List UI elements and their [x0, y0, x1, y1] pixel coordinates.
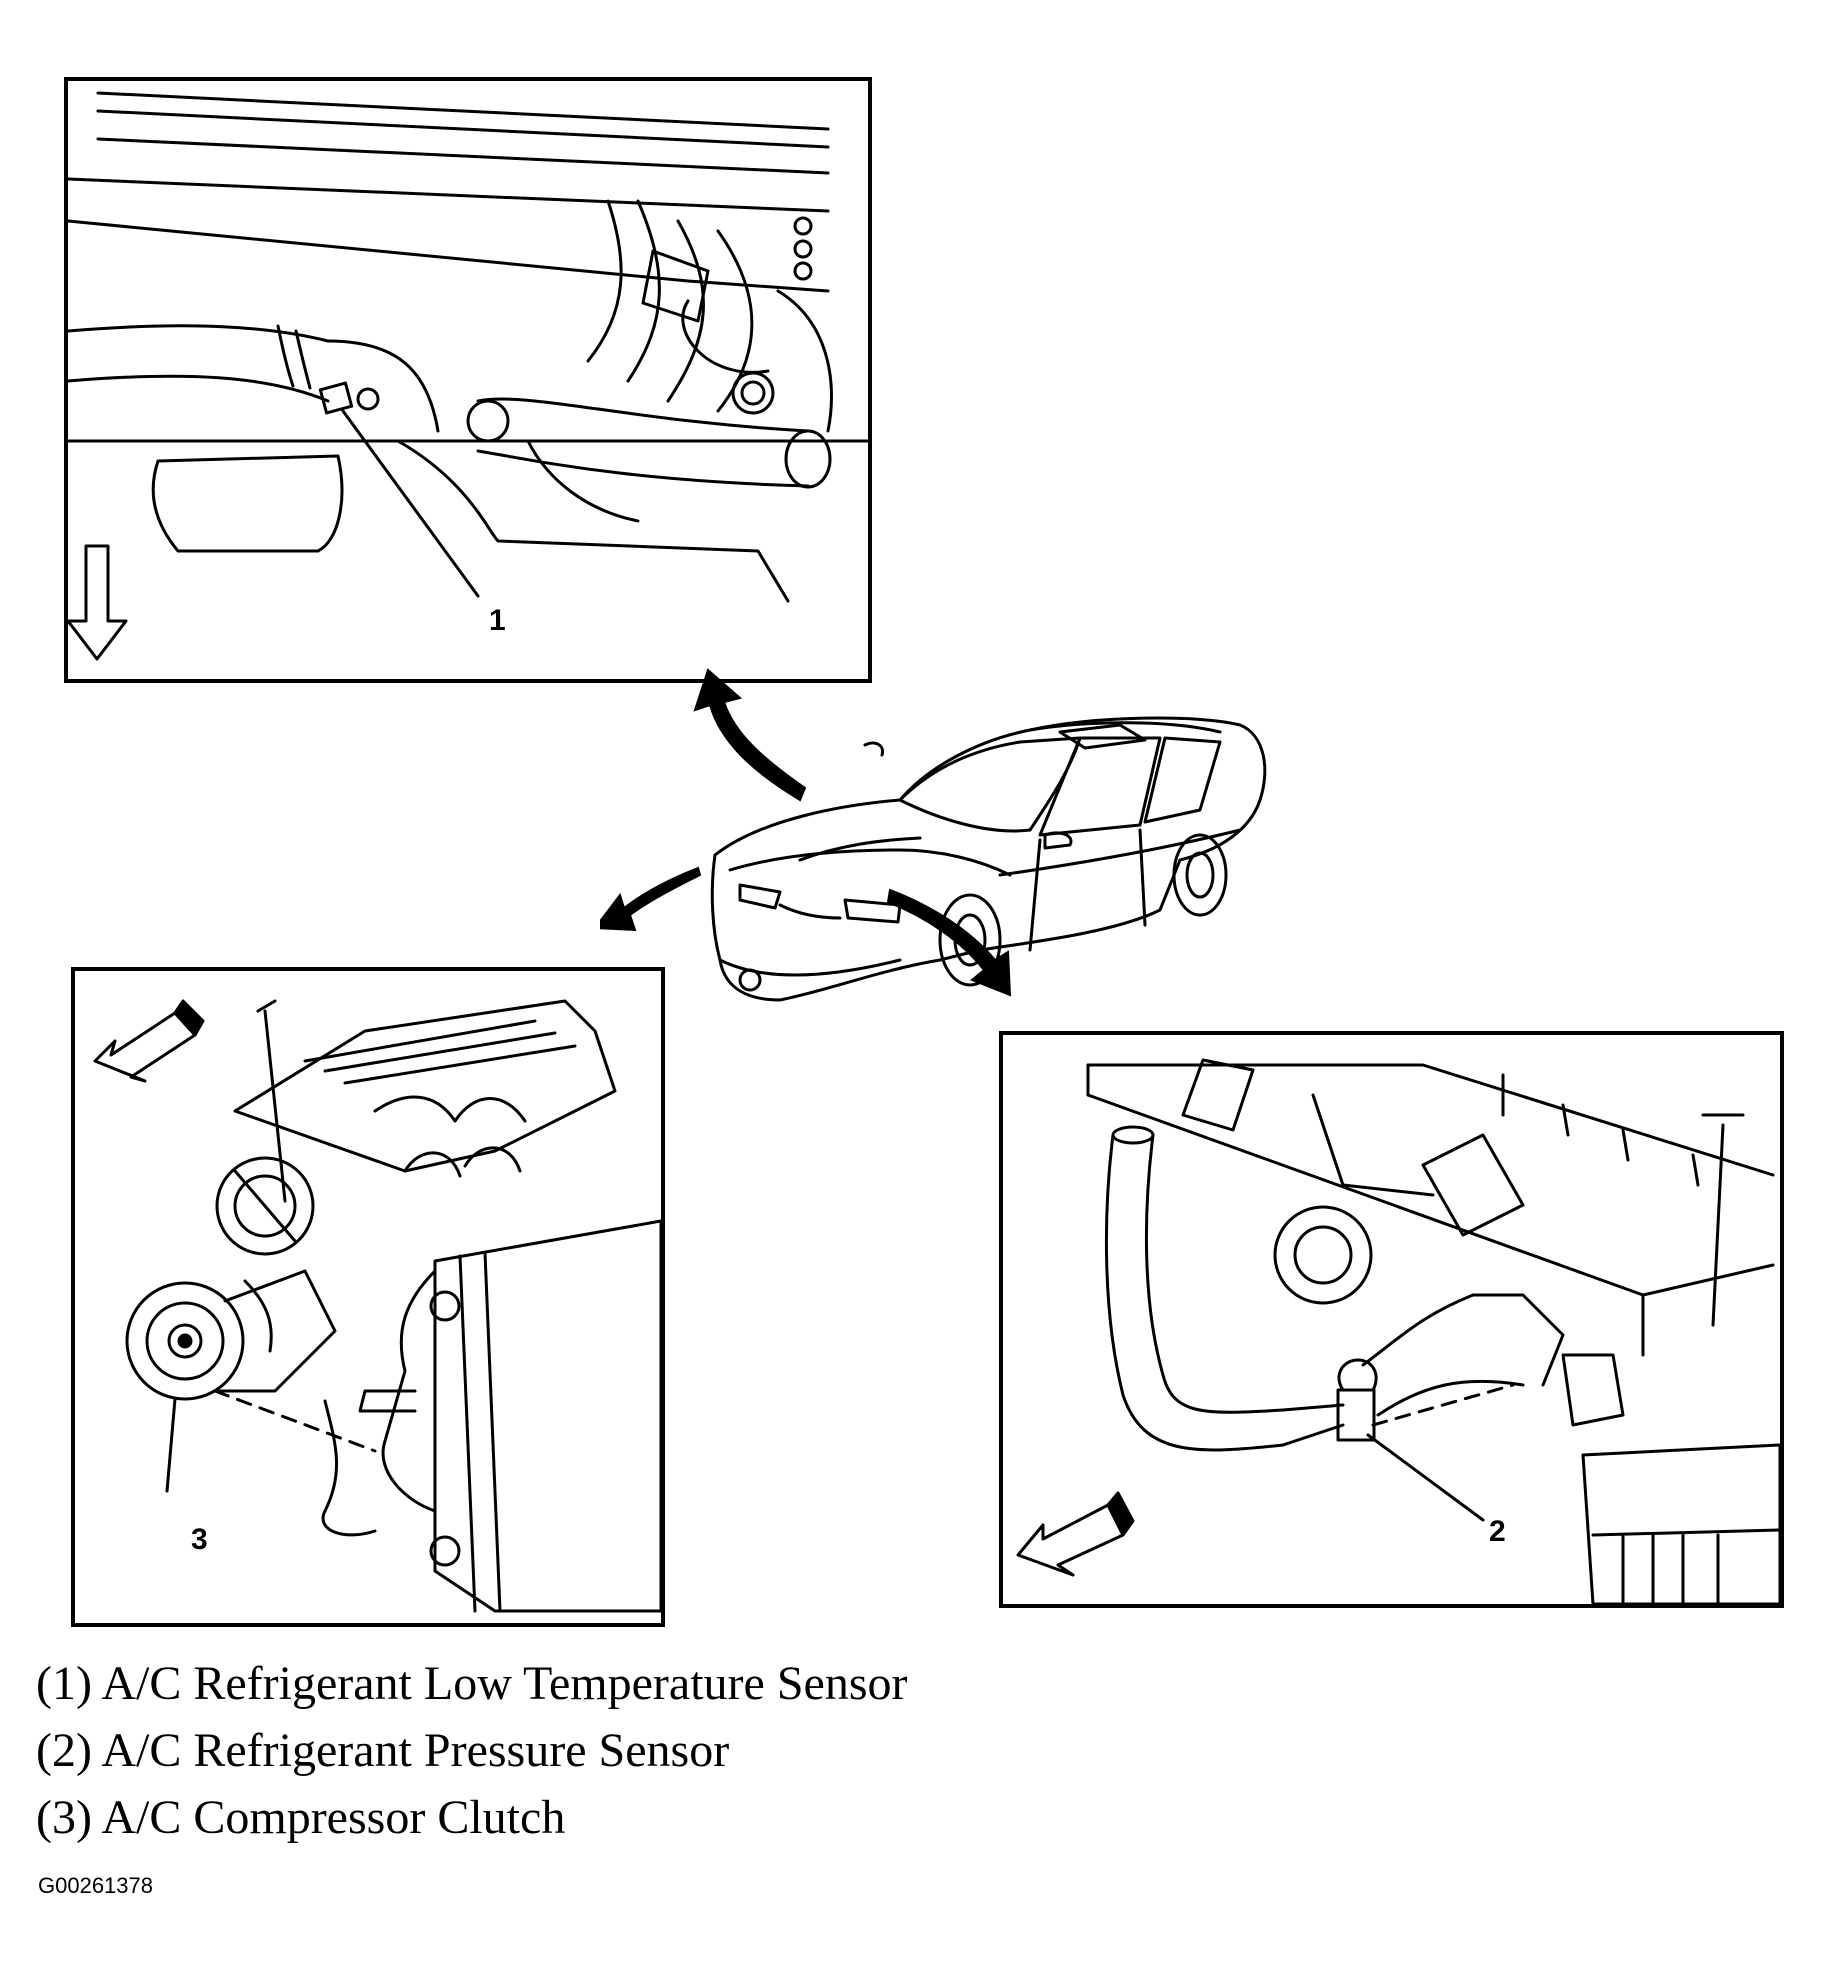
- legend-item-2: (2) A/C Refrigerant Pressure Sensor: [36, 1724, 730, 1777]
- detail-view-pressure-sensor: 2: [999, 1031, 1784, 1608]
- view-location-arrows: [600, 668, 1012, 997]
- figure-id: G00261378: [38, 1873, 153, 1898]
- engine-bay-top-illustration: [68, 91, 868, 661]
- legend-item-1: (1) A/C Refrigerant Low Temperature Sens…: [36, 1657, 908, 1710]
- legend-item-3: (3) A/C Compressor Clutch: [36, 1791, 566, 1844]
- detail-view-low-temp-sensor: 1: [64, 77, 872, 683]
- pressure-sensor-illustration: [1016, 1058, 1780, 1604]
- compressor-illustration: [93, 999, 661, 1613]
- callout-2: 2: [1489, 1515, 1506, 1548]
- legend: (1) A/C Refrigerant Low Temperature Sens…: [36, 1650, 908, 1851]
- forward-direction-arrow: [1016, 1491, 1135, 1577]
- forward-direction-arrow: [93, 999, 205, 1083]
- callout-1: 1: [489, 604, 506, 637]
- callout-3: 3: [191, 1523, 208, 1556]
- forward-direction-arrow: [68, 544, 128, 661]
- vehicle-location-illustration: [600, 668, 1267, 1002]
- detail-view-compressor-clutch: 3: [71, 967, 665, 1627]
